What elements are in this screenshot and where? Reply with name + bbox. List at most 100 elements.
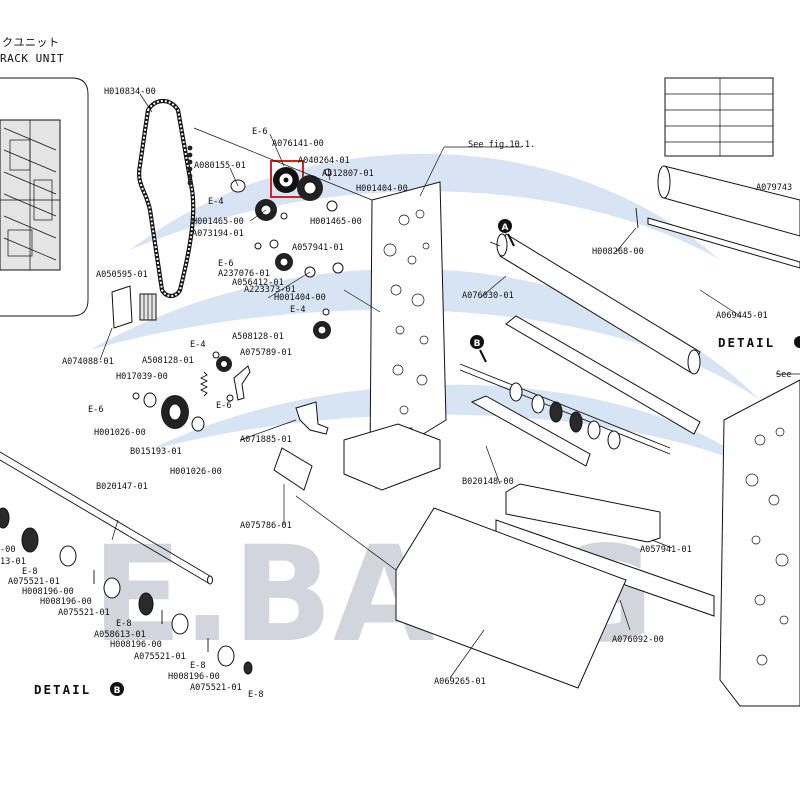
label-part: B020148-00 xyxy=(462,477,514,487)
label-part: E-8 xyxy=(190,661,206,671)
label-part: A080155-01 xyxy=(194,161,246,171)
label-part: B020147-01 xyxy=(96,482,148,492)
leader-lines xyxy=(99,93,800,679)
marker-a: A xyxy=(498,219,515,247)
lower-frame-box xyxy=(343,423,441,491)
gear-a056412 xyxy=(275,253,293,271)
bracket-a071885 xyxy=(295,401,329,435)
label-part: A075521-01 xyxy=(8,577,60,587)
marker-b: B xyxy=(470,335,487,363)
label-part: A056412-01 xyxy=(232,278,284,288)
gear-a508128-b xyxy=(216,356,232,372)
side-frame-right xyxy=(719,379,800,707)
label-part: E-6 xyxy=(216,401,232,411)
label-part: A075521-01 xyxy=(134,652,186,662)
label-part: A079743 xyxy=(756,183,792,193)
label-part: E-8 xyxy=(248,690,264,700)
label-part: H001026-00 xyxy=(170,467,222,477)
see-ref-right: See xyxy=(776,370,792,380)
bracket-b020148 xyxy=(470,395,591,467)
label-part: A075789-01 xyxy=(240,348,292,358)
cover-a069265 xyxy=(395,507,627,689)
svg-text:A: A xyxy=(502,223,509,233)
roller-a076030 xyxy=(489,233,701,375)
label-part: A508128-01 xyxy=(142,356,194,366)
detail-b-marker: B xyxy=(110,682,124,696)
label-part: A237076-01 xyxy=(218,269,270,279)
label-part: B015193-01 xyxy=(130,447,182,457)
label-part: A058613-01 xyxy=(94,630,146,640)
label-part: A512807-01 xyxy=(322,169,374,179)
label-part: A076030-01 xyxy=(462,291,514,301)
label-part: A074088-01 xyxy=(62,357,114,367)
info-table xyxy=(664,77,774,157)
label-part: -00 xyxy=(0,545,16,555)
plate-a057941 xyxy=(505,483,661,543)
detail-b-heading: DETAIL xyxy=(34,682,91,697)
pin-h008268 xyxy=(635,207,639,229)
label-part: A075786-01 xyxy=(240,521,292,531)
belt-h010834 xyxy=(137,98,196,299)
label-part: E-6 xyxy=(88,405,104,415)
label-part: H017039-00 xyxy=(116,372,168,382)
header-jp-title: クユニット xyxy=(2,36,60,49)
label-part: A050595-01 xyxy=(96,270,148,280)
part-labels: H010834-00 E-6 A076141-00 A040264-01 A08… xyxy=(0,87,792,700)
label-part: E-4 xyxy=(290,305,306,315)
rack-unit-inset xyxy=(0,77,89,317)
label-part: H001465-00 xyxy=(310,217,362,227)
label-part: A069265-01 xyxy=(434,677,486,687)
detail-b-parts xyxy=(0,507,253,675)
bracket-a075786 xyxy=(273,447,313,491)
gear-a076141 xyxy=(273,167,299,193)
bracket-a075789 xyxy=(233,365,251,401)
label-part: H008196-00 xyxy=(110,640,162,650)
label-part: E-4 xyxy=(208,197,224,207)
label-part: H001465-00 xyxy=(192,217,244,227)
svg-text:B: B xyxy=(114,686,121,696)
label-part: E-8 xyxy=(116,619,132,629)
label-part: A223373-01 xyxy=(244,285,296,295)
guide-plate xyxy=(505,315,701,435)
detail-a-heading: DETAIL xyxy=(718,335,775,350)
label-part: A071885-01 xyxy=(240,435,292,445)
label-part: H008196-00 xyxy=(40,597,92,607)
svg-text:B: B xyxy=(474,339,481,349)
label-part: H008196-00 xyxy=(22,587,74,597)
detail-a-marker xyxy=(794,336,800,348)
label-part: A076092-00 xyxy=(612,635,664,645)
gear-b015193 xyxy=(161,395,189,429)
bushings xyxy=(132,168,344,432)
label-part: E-8 xyxy=(22,567,38,577)
label-part: E-6 xyxy=(218,259,234,269)
label-part: A040264-01 xyxy=(298,156,350,166)
gear-a040264 xyxy=(297,175,323,201)
label-part: A508128-01 xyxy=(232,332,284,342)
label-part: H010834-00 xyxy=(104,87,156,97)
label-part: H008196-00 xyxy=(168,672,220,682)
label-part: 13-01 xyxy=(0,557,26,567)
shaft-b-rollers xyxy=(459,363,671,455)
label-part: A075521-01 xyxy=(190,683,242,693)
bracket-a050595 xyxy=(111,285,157,329)
label-part: A057941-01 xyxy=(292,243,344,253)
label-part: E-4 xyxy=(190,340,206,350)
label-part: A057941-01 xyxy=(640,545,692,555)
label-part: H001404-00 xyxy=(274,293,326,303)
shaft-b020147 xyxy=(0,451,213,585)
label-part: H001404-00 xyxy=(356,184,408,194)
label-part: A073194-01 xyxy=(192,229,244,239)
label-part: A069445-01 xyxy=(716,311,768,321)
label-part: A076141-00 xyxy=(272,139,324,149)
label-part: H008268-00 xyxy=(592,247,644,257)
gear-a508128 xyxy=(313,321,331,339)
roller-a079743 xyxy=(657,165,800,237)
label-part: E-6 xyxy=(252,127,268,137)
label-part: H001026-00 xyxy=(94,428,146,438)
see-fig-ref: See fig.10.1. xyxy=(468,140,535,150)
label-part: A075521-01 xyxy=(58,608,110,618)
spring-h017039 xyxy=(199,371,209,397)
header-en-title: RACK UNIT xyxy=(0,52,64,65)
shaft-a069445 xyxy=(647,217,800,269)
